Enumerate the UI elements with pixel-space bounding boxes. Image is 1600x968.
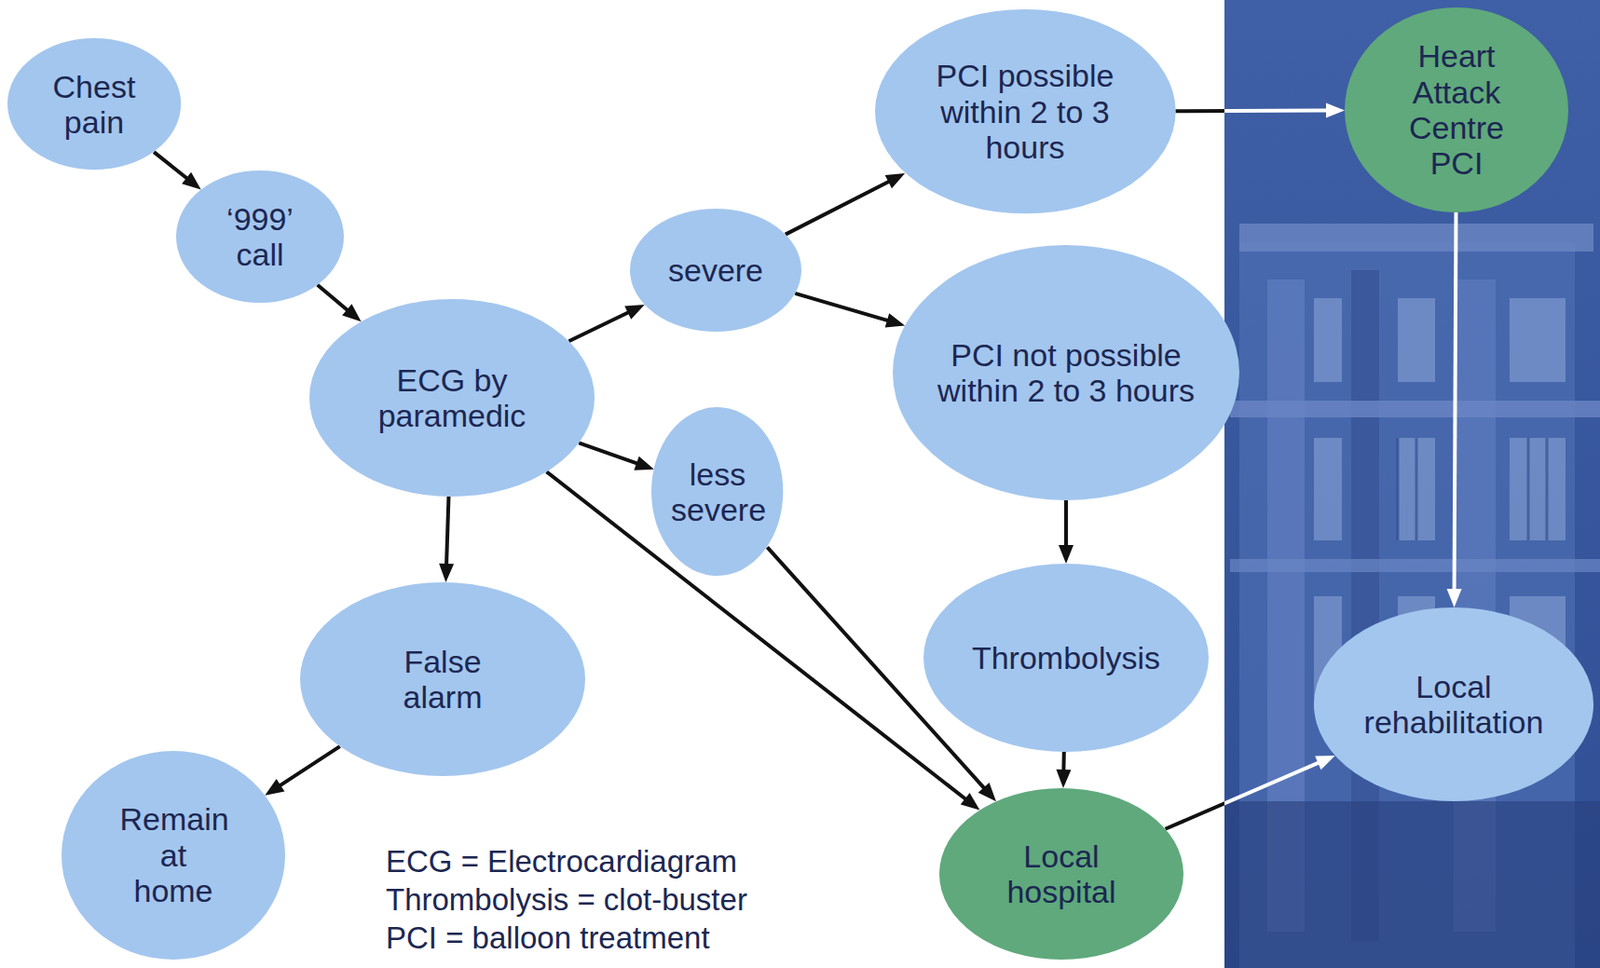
node-text-group: PCI not possible within 2 to 3 hours [921,337,1211,410]
arrow-connector [264,746,340,796]
ellipse-fill [875,9,1177,214]
arrow-connector [785,173,905,235]
arrowhead [438,563,454,583]
node-label: Local hospital [991,838,1132,911]
node-text-group: Heart Attack Centre PCI [1405,38,1508,182]
arrowhead [960,793,981,811]
node-label: ECG by paramedic [370,362,534,435]
arrow-connector [1058,500,1074,564]
connector-line [153,151,189,179]
node-text-group: severe [668,252,764,288]
node-label: Heart Attack Centre PCI [1405,38,1508,182]
arrow-connector [1175,103,1345,119]
ellipse-fill [176,170,344,303]
decision-ellipse: PCI possible within 2 to 3 hours [875,9,1177,214]
ellipse-fill [1344,7,1569,213]
arrow-connector [1165,755,1336,830]
ellipse-fill [939,788,1184,960]
arrowhead [885,313,905,328]
connector-line [794,293,889,321]
legend-note: ECG = Electrocardiagram [385,843,738,881]
ellipse-fill [892,245,1240,501]
arrow-connector [1447,212,1463,608]
node-label: severe [668,252,764,288]
node-label: False alarm [372,643,513,716]
hospital-ellipse: Local hospital [939,788,1184,960]
connector-line [1454,212,1457,591]
ellipse-fill [7,38,181,170]
step-ellipse: ‘999’ call [176,170,344,303]
arrowhead [1314,755,1336,770]
arrowhead [1447,588,1463,608]
arrowhead [1055,769,1071,789]
node-label: ‘999’ call [208,201,312,274]
node-label: PCI possible within 2 to 3 hours [915,57,1135,165]
step-ellipse: Local rehabilitation [1313,607,1594,802]
arrow-connector [153,151,202,190]
node-text-group: Local hospital [991,838,1132,911]
node-label: Remain at home [120,801,228,909]
ellipse-fill [300,582,586,777]
arrowhead [1326,103,1345,119]
arrowhead [264,779,285,796]
arrowhead [181,172,202,191]
step-ellipse: Chest pain [7,38,181,170]
arrowhead [1058,545,1074,564]
ellipse-fill [309,299,595,497]
arrow-connector [578,442,655,470]
connector-line [1061,752,1066,772]
decision-ellipse: PCI not possible within 2 to 3 hours [892,245,1240,501]
node-text-group: PCI possible within 2 to 3 hours [915,57,1135,165]
arrowhead [624,304,644,320]
ellipse-fill [651,407,783,576]
arrowhead [341,303,361,322]
arrow-connector [794,293,905,329]
node-text-group: ‘999’ call [208,201,312,274]
arrowhead [885,173,905,189]
node-text-group: Local rehabilitation [1351,669,1557,741]
step-ellipse: False alarm [300,582,586,777]
connector-line [1165,762,1321,830]
decision-ellipse: severe [629,208,802,332]
node-label: Chest pain [38,68,151,141]
node-label: less severe [670,456,765,529]
connector-line [578,442,639,465]
node-text-group: False alarm [372,643,513,716]
connector-line [278,746,340,787]
ellipse-fill [923,563,1209,753]
arrow-connector [1055,752,1071,789]
legend-note: Thrombolysis = clot-buster [385,881,748,919]
arrowhead [978,782,997,802]
arrow-connector [568,304,644,342]
node-label: Local rehabilitation [1351,669,1557,741]
arrow-connector [438,496,454,583]
node-text-group: Chest pain [38,68,151,141]
connector-line [1064,500,1068,548]
centre-ellipse: Heart Attack Centre PCI [1344,7,1569,213]
node-text-group: Thrombolysis [971,640,1161,676]
outcome-ellipse: Remain at home [61,751,286,960]
node-text-group: less severe [670,456,765,529]
connector-line [317,285,349,312]
connector-line [568,312,630,342]
node-text-group: Remain at home [120,801,228,909]
arrowhead [633,456,655,471]
node-label: Thrombolysis [971,640,1161,676]
node-text-group: ECG by paramedic [370,362,534,435]
legend-note: PCI = balloon treatment [385,919,711,958]
ellipse-fill [61,751,286,960]
ellipse-fill [629,208,802,332]
decision-ellipse: less severe [651,407,783,576]
ellipse-fill [1313,607,1594,802]
connector-line [1175,109,1328,114]
node-label: PCI not possible within 2 to 3 hours [921,337,1211,410]
arrow-connector [317,285,362,322]
connector-line [446,496,449,566]
treatment-ellipse: Thrombolysis [923,563,1209,753]
step-ellipse: ECG by paramedic [309,299,595,497]
connector-line [785,180,890,234]
